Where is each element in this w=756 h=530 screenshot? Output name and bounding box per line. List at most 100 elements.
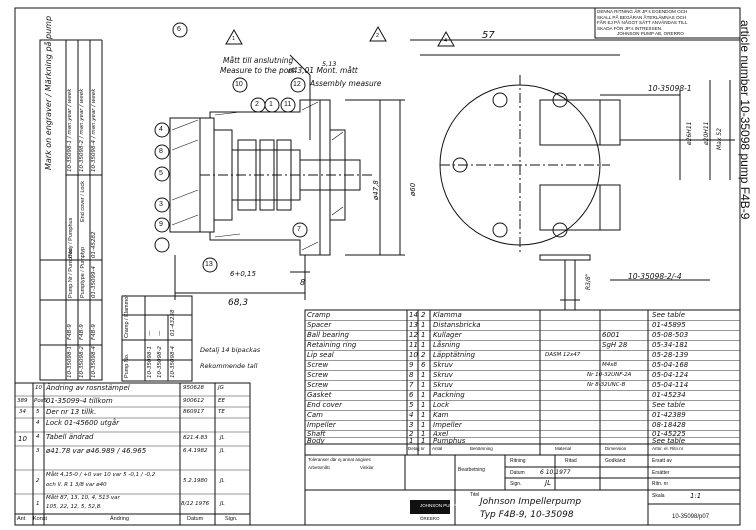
parts-row: End cover 5 1 Lock See table: [305, 400, 740, 410]
part-name: Shaft: [307, 430, 326, 438]
dim-max52: Max 52: [716, 128, 723, 150]
rev-pos: 1: [36, 501, 40, 507]
part-pos: 1: [409, 437, 414, 445]
part-name: Impeller: [307, 421, 336, 429]
ersatter-label: Ersätter: [652, 470, 670, 476]
part-qty: 1: [421, 371, 426, 379]
parts-row: Retaining ring 11 1 Låsning SgH 28 05-34…: [305, 340, 740, 350]
side-title: article number 10-35098 pump F4B-9: [738, 20, 752, 220]
part-art: 01-42389: [652, 411, 686, 419]
rev-footer: Ändring: [110, 516, 129, 522]
parts-row: Cramp 14 2 Klamma See table: [305, 310, 740, 320]
part-dim: 6001: [602, 331, 620, 339]
rev-footer: Konst: [33, 516, 48, 522]
header-body: Body / Pumphus: [68, 217, 74, 258]
part-name: End cover: [307, 401, 342, 409]
part-qty: 1: [421, 321, 426, 329]
part-pos: 12: [409, 331, 418, 339]
part-art: See table: [652, 311, 686, 319]
balloon-label: 13: [205, 261, 213, 268]
dim-r38: R3/8": [585, 273, 592, 290]
part-art: 05-04-168: [652, 361, 689, 369]
part-desc: Pumphus: [433, 437, 466, 445]
dim-phi47: ø47,8: [372, 180, 380, 200]
part-desc: Skruv: [433, 371, 453, 379]
datum-label: Datum: [510, 470, 525, 476]
part-qty: 1: [421, 381, 426, 389]
note-mount-2: Measure to the port: [220, 66, 295, 75]
part-qty: 2: [421, 311, 426, 319]
dim-68-3: 68,3: [228, 298, 249, 308]
drawing-title-1: Johnson Impellerpump: [480, 497, 582, 507]
part-desc: Skruv: [433, 381, 453, 389]
pump-no: 10-35098-4: [91, 346, 97, 378]
company-city: ÖREBRO: [420, 516, 440, 521]
parts-list: Cramp 14 2 Klamma See table Spacer 13 1 …: [305, 310, 740, 445]
part-qty: 1: [421, 341, 426, 349]
dim-6: 6+0,15: [230, 270, 256, 278]
part-desc: Distansbricka: [433, 321, 481, 329]
part-pos: 4: [409, 411, 414, 419]
part-name: Lip seal: [307, 351, 334, 359]
rev-pos: 3: [36, 448, 40, 454]
sign-label: Sign.: [510, 481, 522, 487]
triangle-label: 1: [232, 36, 236, 42]
notice-line: DENNA RITNING ÄR JP:s EGENDOM OCH: [597, 9, 688, 14]
part-name: Body: [307, 437, 325, 445]
rev-text: 105, 22, 12, 5, 52,8.: [46, 504, 102, 510]
part-pos: 11: [409, 341, 418, 349]
col-qty: Antal: [432, 446, 443, 451]
pump-no: 10-35098-1: [67, 346, 73, 378]
rev-pos: 4: [36, 434, 40, 440]
skala-label: Skala: [652, 493, 665, 499]
part-pos: 10: [409, 351, 418, 359]
part-desc: Kullager: [433, 331, 462, 339]
drawing-number: 10-35098/p07: [672, 514, 710, 520]
part-name: Screw: [307, 371, 329, 379]
part-qty: 1: [421, 401, 426, 409]
rev-text: och ll. R 1 3/8 var ø40: [46, 482, 107, 488]
cramp-value: 01-43238: [170, 309, 176, 336]
rev-sign: JL: [220, 435, 225, 441]
col-desc: Benämning: [470, 446, 493, 451]
rev-footer: Ant: [17, 516, 26, 522]
part-name: Ball bearing: [307, 331, 349, 339]
rev-footer: Sign.: [225, 516, 238, 522]
rev-date: 5.2.1980: [183, 478, 208, 484]
part-qty: 1: [421, 411, 426, 419]
ownership-notice: DENNA RITNING ÄR JP:s EGENDOM OCH SKALL …: [597, 9, 739, 37]
part-qty: 1: [421, 331, 426, 339]
part-dim: SgH 28: [602, 341, 628, 349]
rev-pos: 2: [36, 478, 40, 484]
pump-type: F4B-9: [91, 324, 97, 340]
rev-sign: TE: [218, 409, 225, 415]
part-dim: DASM 12x47: [545, 352, 581, 358]
part-desc: Läpptätning: [433, 351, 476, 359]
part-art: 05-04-124: [652, 371, 689, 379]
datum-value: 6 10.1977: [540, 469, 571, 476]
balloon-label: 1: [269, 101, 273, 108]
pump-type: F4B-9: [79, 324, 85, 340]
rev-text: Lock 01-45600 utgår: [46, 419, 120, 427]
part-art: See table: [652, 437, 686, 445]
part-art: 05-08-503: [652, 331, 689, 339]
rev-footer: Datum: [187, 516, 204, 522]
part-qty: 1: [421, 437, 426, 445]
ref-top: 10-35098-1: [648, 84, 692, 93]
balloon-label: 11: [284, 101, 292, 108]
parts-row: Screw 8 1 Skruv Nr 10-32UNF-2A 05-04-124: [305, 370, 740, 380]
part-pos: 6: [409, 391, 414, 399]
balloon-label: 6: [177, 26, 181, 33]
pump-no: 10-35098-2: [79, 346, 85, 378]
part-art: 01-45225: [652, 430, 686, 438]
note-mont-2: Assembly measure: [310, 79, 382, 88]
parts-row: Cam 4 1 Kam 01-42389: [305, 410, 740, 420]
detail-note-2: Rekommende tall: [200, 362, 258, 370]
part-art: See table: [652, 401, 686, 409]
balloon-label: 7: [297, 226, 301, 233]
rev-sign: JL: [220, 478, 225, 484]
rev-date: 900612: [183, 398, 204, 404]
parts-row: Shaft 2 1 Axel 01-45225: [305, 430, 740, 438]
part-desc: Lock: [433, 401, 450, 409]
